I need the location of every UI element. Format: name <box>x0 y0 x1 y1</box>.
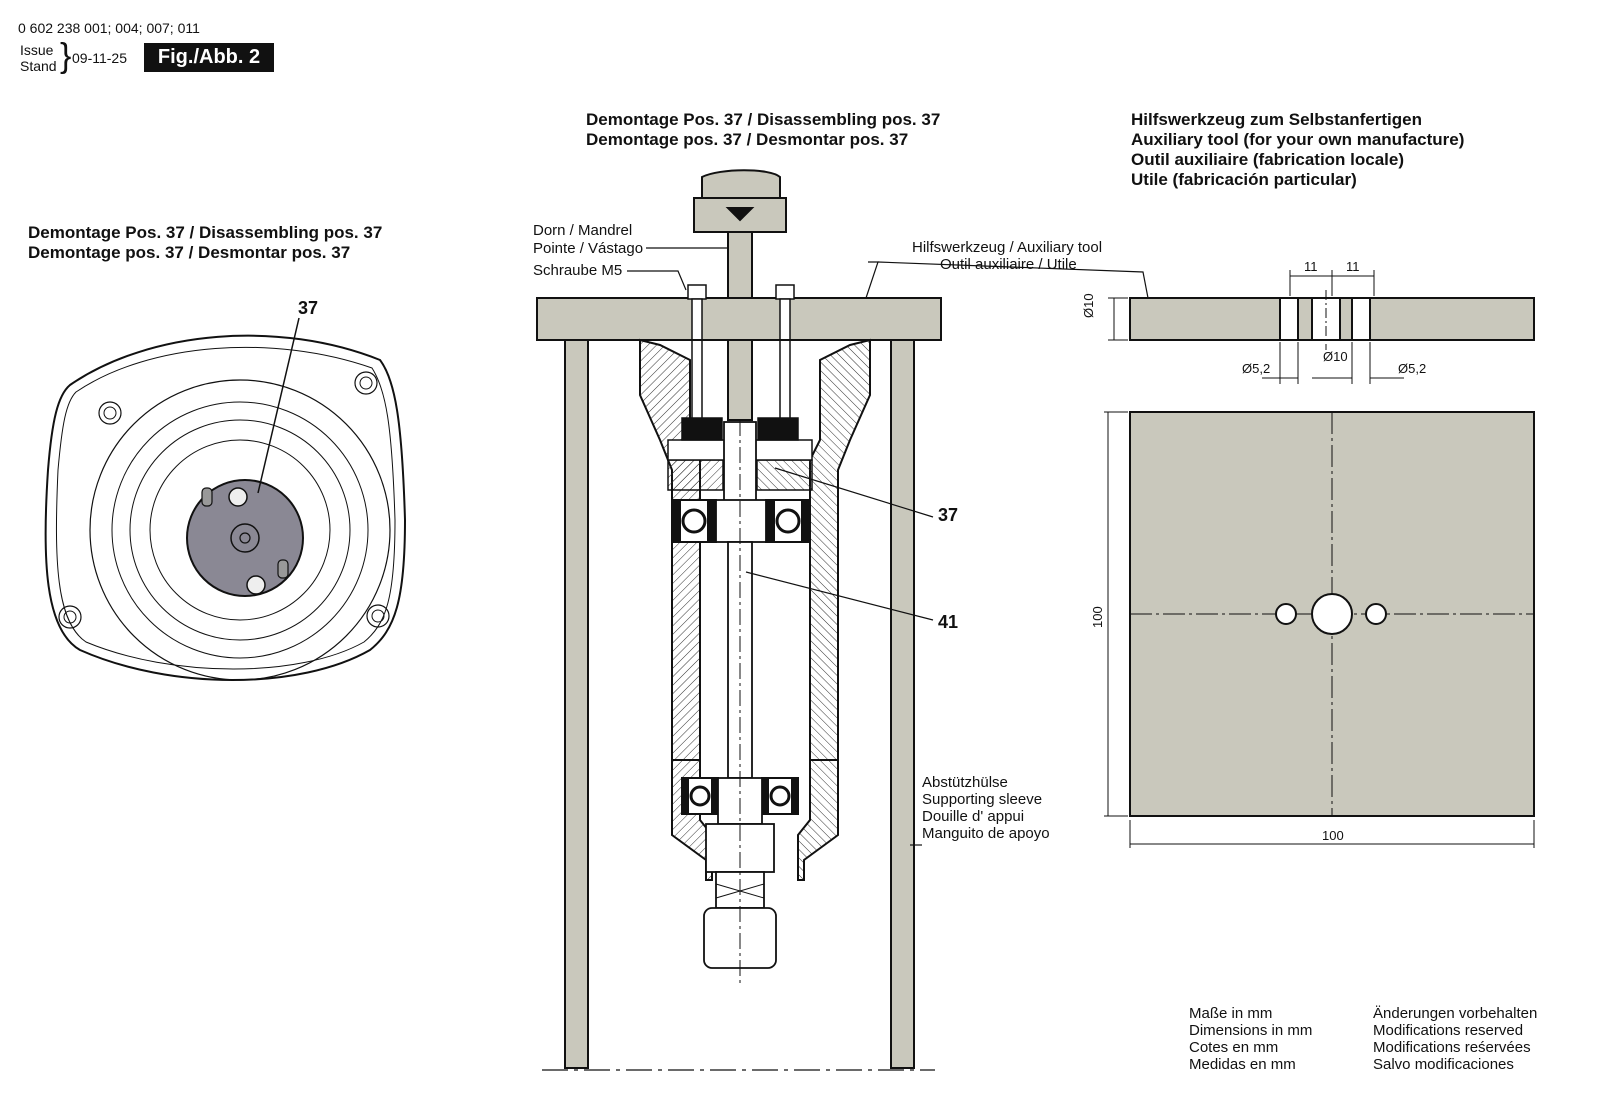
lower-bearing <box>681 777 799 815</box>
aux-tool-label-line2: Outil auxiliaire / Utile <box>940 256 1077 273</box>
callout-37-middle: 37 <box>938 505 959 525</box>
right-title-line2: Auxiliary tool (for your own manufacture… <box>1131 130 1465 149</box>
shaft-part-41 <box>703 420 777 985</box>
modifications-line1: Änderungen vorbehalten <box>1373 1005 1538 1022</box>
dim-height: 100 <box>1090 606 1105 628</box>
brace-glyph: } <box>60 37 72 75</box>
units-line3: Cotes en mm <box>1189 1039 1279 1056</box>
left-title-line2: Demontage pos. 37 / Desmontar pos. 37 <box>28 243 351 262</box>
callout-37-left: 37 <box>298 298 319 318</box>
dim-hole-left: Ø5,2 <box>1242 361 1271 376</box>
leader-lines-middle <box>627 247 1149 846</box>
dim-11-right: 11 <box>1346 259 1360 274</box>
dim-11-left: 11 <box>1304 259 1318 274</box>
modifications-line2: Modifications reserved <box>1373 1022 1524 1039</box>
dim-thickness: Ø10 <box>1081 293 1096 318</box>
callout-41: 41 <box>938 612 959 632</box>
figure-label: Fig./Abb. 2 <box>144 43 274 72</box>
upper-bearing <box>671 499 811 543</box>
sleeve-label-line4: Manguito de apoyo <box>922 825 1050 842</box>
press-ram <box>693 169 787 233</box>
sleeve-label-line3: Douille d' appui <box>922 808 1025 825</box>
middle-title-line1: Demontage Pos. 37 / Disassembling pos. 3… <box>586 110 941 129</box>
issue-date: 09-11-25 <box>72 50 128 66</box>
housing-top-view <box>44 334 407 681</box>
modifications-line4: Salvo modificaciones <box>1373 1056 1514 1073</box>
dim-hole-right: Ø5,2 <box>1398 361 1427 376</box>
middle-title-line2: Demontage pos. 37 / Desmontar pos. 37 <box>586 130 909 149</box>
stand-label: Stand <box>20 58 57 74</box>
aux-tool-side-view <box>1129 290 1535 350</box>
left-title-line1: Demontage Pos. 37 / Disassembling pos. 3… <box>28 223 383 242</box>
sleeve-label-line1: Abstützhülse <box>922 774 1008 791</box>
sleeve-label-line2: Supporting sleeve <box>922 791 1043 808</box>
support-sleeve <box>564 339 915 1069</box>
mandrel-label-line2: Pointe / Vástago <box>533 240 644 257</box>
right-title-line1: Hilfswerkzeug zum Selbstanfertigen <box>1131 110 1422 129</box>
units-line4: Medidas en mm <box>1189 1056 1296 1073</box>
right-title-line3: Outil auxiliaire (fabrication locale) <box>1131 150 1405 169</box>
dim-hole-center: Ø10 <box>1323 349 1348 364</box>
auxiliary-tool-plate <box>536 297 942 341</box>
part-numbers: 0 602 238 001; 004; 007; 011 <box>18 20 200 36</box>
screw-label: Schraube M5 <box>533 262 623 279</box>
rotor-hub-part-37 <box>186 479 304 597</box>
dimension-lines <box>1104 270 1535 848</box>
units-line2: Dimensions in mm <box>1189 1022 1313 1039</box>
mandrel-label-line1: Dorn / Mandrel <box>533 222 633 239</box>
modifications-line3: Modifications reśervées <box>1373 1039 1531 1056</box>
dim-width: 100 <box>1322 828 1344 843</box>
aux-tool-top-view <box>1129 411 1535 817</box>
issue-label: Issue <box>20 42 54 58</box>
units-line1: Maße in mm <box>1189 1005 1273 1022</box>
aux-tool-label-line1: Hilfswerkzeug / Auxiliary tool <box>912 239 1103 256</box>
right-title-line4: Utile (fabricación particular) <box>1131 170 1357 189</box>
